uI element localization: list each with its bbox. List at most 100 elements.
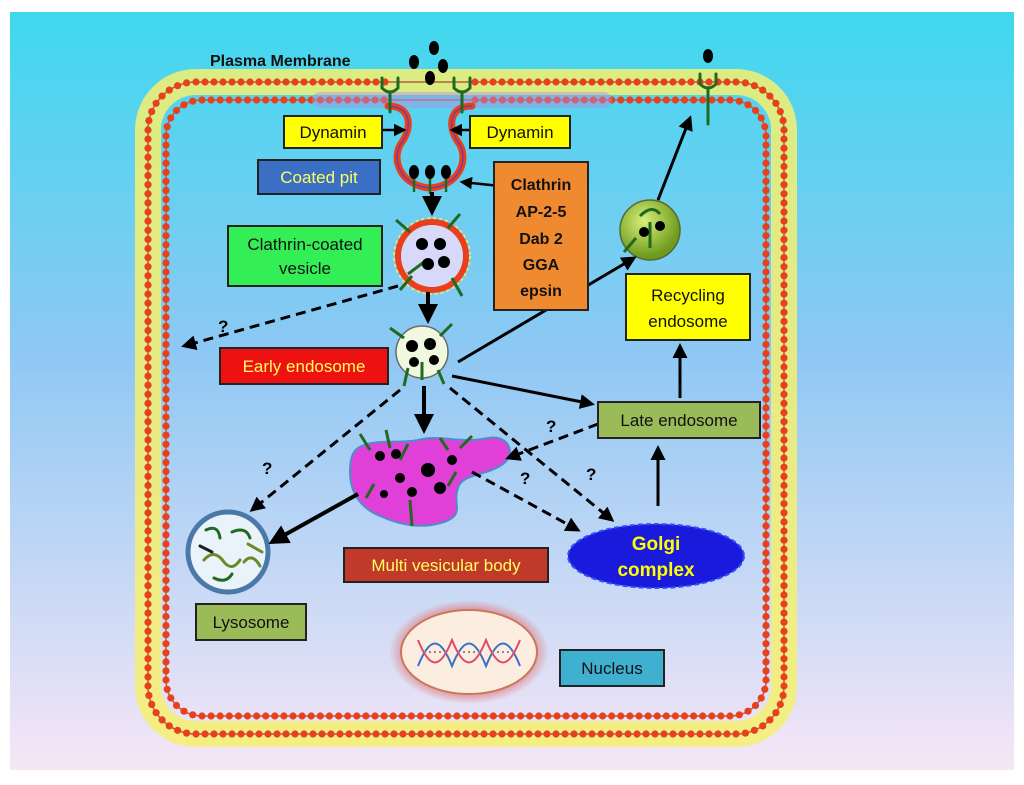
membrane-bead <box>390 730 398 738</box>
membrane-bead <box>644 712 652 720</box>
membrane-bead <box>762 186 770 194</box>
membrane-bead <box>717 712 725 720</box>
adaptor-clathrin: Clathrin <box>511 177 571 194</box>
membrane-bead <box>762 449 770 457</box>
membrane-bead <box>780 409 788 417</box>
membrane-bead <box>192 730 200 738</box>
recycling-endosome-label-2: endosome <box>648 312 727 331</box>
membrane-bead <box>162 359 170 367</box>
membrane-bead <box>144 445 152 453</box>
membrane-bead <box>780 454 788 462</box>
membrane-bead <box>162 295 170 303</box>
membrane-bead <box>417 730 425 738</box>
membrane-bead <box>162 495 170 503</box>
membrane-bead <box>480 730 488 738</box>
membrane-bead <box>780 472 788 480</box>
membrane-bead <box>353 96 361 104</box>
dynamin-right-label: Dynamin <box>486 123 553 142</box>
membrane-bead <box>162 141 170 149</box>
membrane-bead <box>152 99 160 107</box>
membrane-bead <box>273 78 281 86</box>
membrane-bead <box>162 422 170 430</box>
membrane-bead <box>699 96 707 104</box>
membrane-bead <box>216 712 224 720</box>
membrane-bead <box>336 78 344 86</box>
membrane-bead <box>525 78 533 86</box>
membrane-bead <box>761 123 769 131</box>
membrane-bead <box>780 317 788 325</box>
membrane-bead <box>535 712 543 720</box>
membrane-bead <box>635 712 643 720</box>
membrane-bead <box>780 627 788 635</box>
unknown-mark-3: ? <box>546 417 556 436</box>
membrane-bead <box>660 78 668 86</box>
clathrin-vesicle-box <box>227 225 383 287</box>
membrane-bead <box>264 730 272 738</box>
membrane-bead <box>762 631 770 639</box>
membrane-bead <box>780 436 788 444</box>
golgi-label-line2: complex <box>617 560 695 581</box>
membrane-bead <box>162 640 170 648</box>
membrane-bead <box>526 96 534 104</box>
membrane-bead <box>353 712 361 720</box>
membrane-bead <box>426 712 434 720</box>
adaptor-box <box>493 161 589 311</box>
membrane-bead <box>162 177 170 185</box>
membrane-bead <box>162 522 170 530</box>
membrane-bead <box>327 730 335 738</box>
membrane-bead <box>453 730 461 738</box>
membrane-bead <box>759 722 767 730</box>
membrane-bead <box>608 96 616 104</box>
membrane-bead <box>162 132 170 140</box>
clathrin-vesicle-coat <box>393 217 471 295</box>
membrane-bead <box>762 340 770 349</box>
dynamin-left-label: Dynamin <box>299 123 366 142</box>
membrane-bead <box>144 545 152 553</box>
membrane-bead <box>780 518 788 526</box>
membrane-bead <box>633 78 641 86</box>
membrane-bead <box>780 299 788 307</box>
clathrin-vesicle-label-2: vesicle <box>279 259 331 278</box>
membrane-bead <box>371 712 379 720</box>
membrane-bead <box>776 108 784 116</box>
membrane-bead <box>282 78 290 86</box>
membrane-bead <box>579 78 587 86</box>
membrane-bead <box>345 730 353 738</box>
membrane-bead <box>144 299 152 307</box>
membrane-bead <box>653 96 661 104</box>
membrane-bead <box>144 235 152 243</box>
membrane-bead <box>678 78 686 86</box>
membrane-bead <box>617 96 625 104</box>
membrane-bead <box>615 78 623 86</box>
early-endosome-box <box>219 347 389 385</box>
membrane-bead <box>762 495 770 503</box>
membrane-bead <box>325 712 333 720</box>
membrane-bead <box>162 676 170 684</box>
recycling-endosome-box <box>625 273 751 341</box>
membrane-bead <box>723 730 731 738</box>
membrane-bead <box>289 712 297 720</box>
membrane-bead <box>772 99 780 107</box>
membrane-bead <box>726 96 734 104</box>
unknown-marks: ? ? ? ? ? <box>218 317 596 488</box>
membrane-bead <box>762 504 770 512</box>
early-endosome-contents <box>389 322 454 387</box>
membrane-bead <box>762 522 770 530</box>
golgi-complex <box>567 523 745 589</box>
membrane-bead <box>255 78 263 86</box>
membrane-bead <box>762 422 770 430</box>
membrane-bead <box>144 381 152 389</box>
membrane-bead <box>762 295 770 303</box>
membrane-bead <box>489 96 497 104</box>
membrane-bead <box>309 78 317 86</box>
membrane-bead <box>144 244 152 253</box>
membrane-bead <box>589 96 598 104</box>
membrane-bead <box>780 664 788 672</box>
membrane-bead <box>776 700 784 709</box>
membrane-bead <box>624 730 632 738</box>
membrane-bead <box>762 667 770 675</box>
membrane-bead <box>144 181 152 189</box>
membrane-bead <box>580 96 588 104</box>
membrane-bead <box>662 96 670 104</box>
